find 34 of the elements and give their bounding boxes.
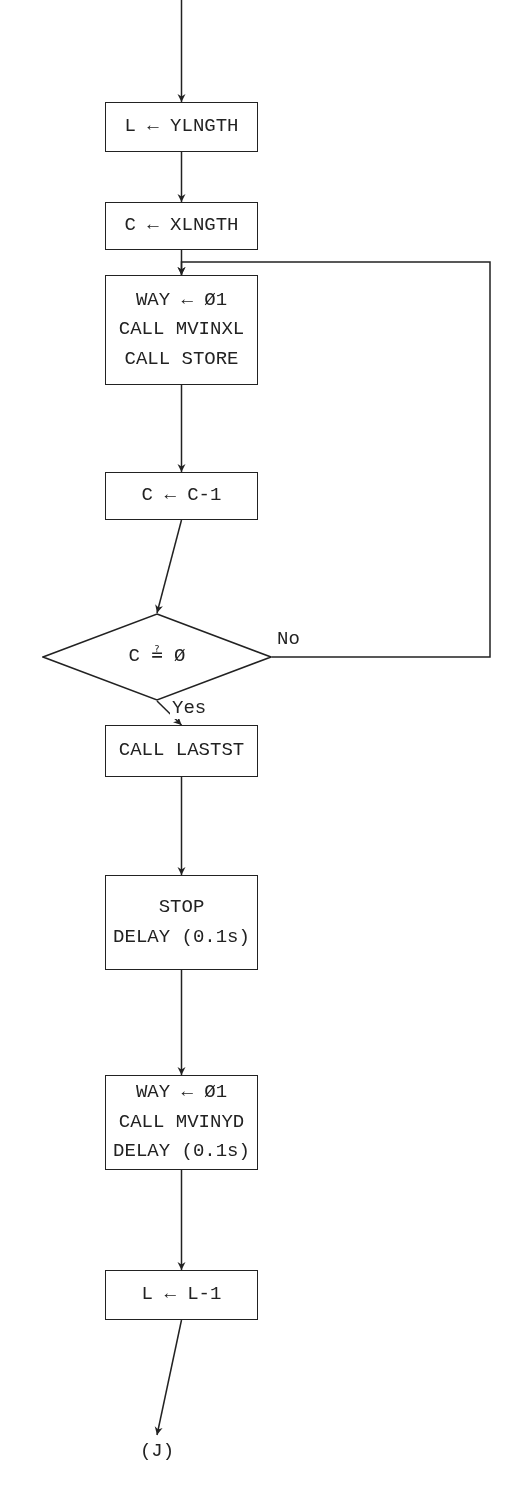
connector-label: (J) [139, 1439, 175, 1465]
node-text: CALL MVINXL [118, 317, 245, 343]
process-box [105, 725, 258, 777]
node-text: CALL LASTST [118, 738, 245, 764]
arrow [177, 151, 186, 203]
node-text: WAY ← Ø1 [135, 1080, 228, 1106]
arrow [155, 519, 183, 614]
decision-diamond [42, 613, 272, 701]
arrow [177, 969, 186, 1076]
node-text: C ← XLNGTH [124, 213, 239, 239]
node-text: STOP [158, 895, 205, 921]
process-box [105, 1270, 258, 1320]
process-box [105, 472, 258, 520]
arrow [177, 0, 186, 103]
arrow [177, 1169, 186, 1271]
arrow [177, 261, 491, 658]
node-text: WAY ← Ø1 [135, 287, 228, 313]
process-box [105, 102, 258, 152]
process-box [105, 875, 258, 970]
arrow [177, 776, 186, 876]
arrow [177, 384, 186, 473]
node-text: C ← C-1 [141, 483, 222, 509]
node-text: DELAY (0.1s) [113, 924, 250, 950]
node-text: CALL MVINYD [118, 1109, 245, 1135]
process-box [105, 1075, 258, 1170]
process-box [105, 275, 258, 385]
process-box [105, 202, 258, 250]
arrow [156, 700, 183, 726]
node-text: DELAY (0.1s) [113, 1139, 250, 1165]
node-text: L ← L-1 [141, 1282, 222, 1308]
node-text: C ≟ Ø [128, 644, 186, 670]
arrow [154, 1319, 183, 1436]
node-text: CALL STORE [124, 346, 239, 372]
node-text: L ← YLNGTH [124, 114, 239, 140]
